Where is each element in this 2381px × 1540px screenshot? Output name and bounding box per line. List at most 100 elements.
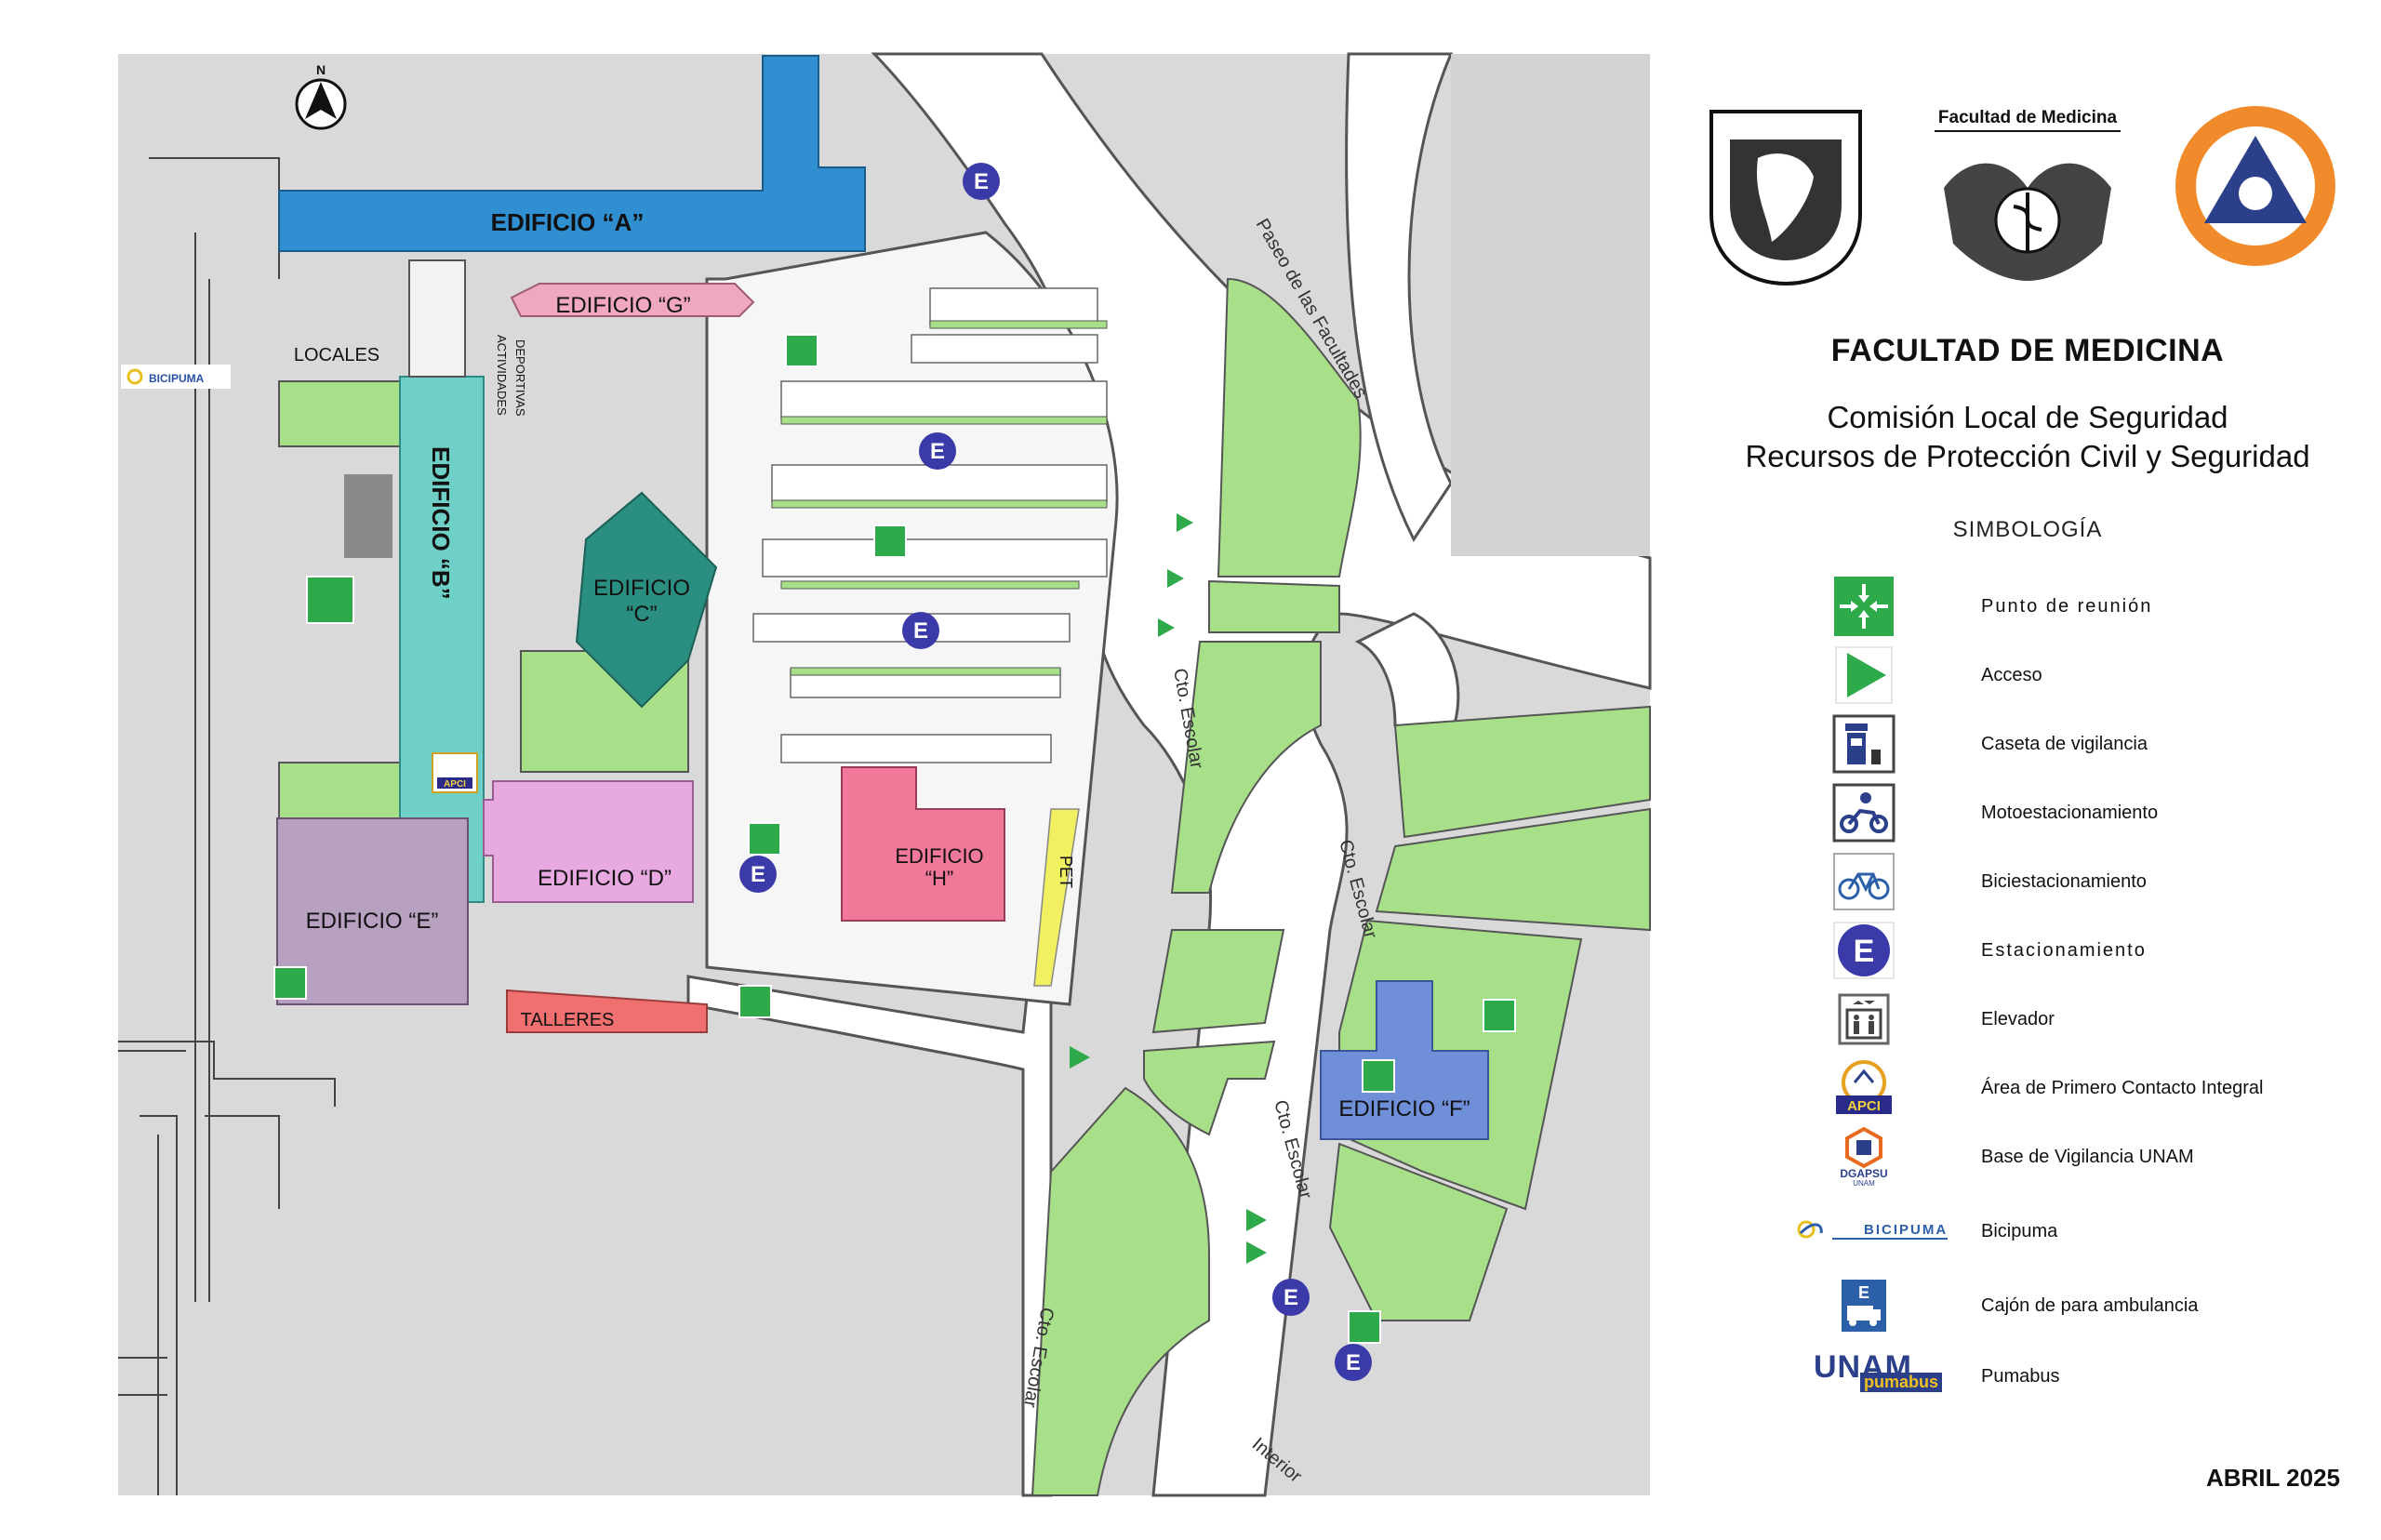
assembly-point-icon bbox=[1362, 1059, 1395, 1093]
parking-icon: E bbox=[902, 612, 939, 649]
building-e-label: EDIFICIO “E” bbox=[306, 909, 439, 934]
bicipuma-map-icon: BICIPUMA bbox=[121, 365, 231, 389]
legend-label-access: Acceso bbox=[1981, 665, 2042, 685]
building-d: EDIFICIO “D” bbox=[483, 780, 694, 903]
svg-text:E: E bbox=[930, 439, 945, 464]
legend-item-bicipuma: BICIPUMA Bicipuma bbox=[1797, 1201, 2353, 1261]
legend-label-apci: Área de Primero Contacto Integral bbox=[1981, 1078, 2264, 1098]
apci-icon: APCI bbox=[1836, 1060, 1892, 1114]
legend-item-bike: Biciestacionamiento bbox=[1832, 852, 2353, 911]
svg-text:UNAM: UNAM bbox=[1853, 1179, 1875, 1187]
date-label: ABRIL 2025 bbox=[2205, 1464, 2340, 1492]
proteccion-civil-seal-icon bbox=[2175, 106, 2335, 266]
unam-seal-icon bbox=[1709, 110, 1862, 286]
campus-map: EDIFICIO “A” EDIFICIO “B” EDIFICIO “C” E… bbox=[118, 52, 1652, 1497]
gray-block-left bbox=[344, 474, 392, 558]
building-c-label-1: EDIFICIO bbox=[593, 576, 690, 601]
subtitle-commission: Comisión Local de Seguridad bbox=[1827, 400, 2228, 434]
assembly-point-icon bbox=[1834, 577, 1894, 636]
building-c-label-2: “C” bbox=[626, 602, 657, 627]
building-d-label: EDIFICIO “D” bbox=[538, 866, 672, 891]
dgapsu-icon: DGAPSU UNAM bbox=[1840, 1127, 1888, 1187]
motorcycle-parking-icon bbox=[1832, 783, 1895, 843]
north-arrow-icon: N bbox=[295, 62, 347, 130]
legend-label-ambulance: Cajón de para ambulancia bbox=[1981, 1295, 2199, 1316]
parking-medians bbox=[771, 320, 1108, 676]
svg-text:APCI: APCI bbox=[1847, 1098, 1881, 1114]
road-upper-right bbox=[1345, 52, 1460, 737]
elevator-icon bbox=[1838, 993, 1890, 1045]
assembly-point-icon bbox=[785, 334, 818, 367]
building-a: EDIFICIO “A” bbox=[278, 55, 866, 252]
assembly-point-icon bbox=[1348, 1310, 1381, 1344]
legend-item-ambulance: E Cajón de para ambulancia bbox=[1832, 1276, 2353, 1335]
access-arrow-icon bbox=[1167, 569, 1184, 588]
pet-label: PET bbox=[1057, 856, 1075, 888]
pumabus-text: pumabus bbox=[1860, 1373, 1943, 1392]
building-g: EDIFICIO “G” bbox=[510, 283, 755, 318]
legend-heading: SIMBOLOGÍA bbox=[1952, 517, 2103, 542]
access-arrow-icon bbox=[1246, 1209, 1267, 1231]
legend-label-guard: Caseta de vigilancia bbox=[1981, 734, 2148, 754]
talleres: TALLERES bbox=[506, 989, 708, 1033]
building-h: EDIFICIO “H” bbox=[841, 766, 1005, 922]
svg-text:E: E bbox=[913, 618, 928, 644]
north-label: N bbox=[316, 62, 326, 77]
guard-booth-icon bbox=[1832, 714, 1895, 774]
parking-icon: E bbox=[963, 163, 1000, 200]
parking-rows bbox=[752, 287, 1108, 763]
building-h-label-2: “H” bbox=[925, 867, 954, 890]
building-a-label: EDIFICIO “A” bbox=[491, 208, 645, 236]
legend-item-assembly: Punto de reunión bbox=[1832, 577, 2353, 636]
building-f: EDIFICIO “F” bbox=[1320, 980, 1489, 1140]
legend-item-access: Acceso bbox=[1832, 645, 2353, 705]
assembly-point-icon bbox=[1483, 999, 1516, 1032]
subtitle-resources: Recursos de Protección Civil y Seguridad bbox=[1745, 439, 2310, 473]
svg-text:E: E bbox=[751, 862, 765, 887]
pet-building: PET bbox=[1033, 808, 1080, 987]
left-outlines bbox=[118, 157, 336, 1495]
bicycle-parking-icon bbox=[1833, 853, 1895, 910]
faculty-title: FACULTAD DE MEDICINA bbox=[1830, 333, 2225, 368]
svg-text:E: E bbox=[1854, 934, 1875, 969]
legend-label-pumabus: Pumabus bbox=[1981, 1366, 2060, 1387]
legend-label-dgapsu: Base de Vigilancia UNAM bbox=[1981, 1147, 2194, 1167]
svg-text:E: E bbox=[1284, 1285, 1298, 1310]
bicipuma-map-label: BICIPUMA bbox=[149, 372, 205, 385]
svg-text:E: E bbox=[1858, 1283, 1869, 1302]
ambulance-spot-icon: E bbox=[1842, 1280, 1886, 1332]
legend-item-guard: Caseta de vigilancia bbox=[1832, 714, 2353, 774]
legend-label-moto: Motoestacionamiento bbox=[1981, 803, 2159, 823]
parking-icon: E bbox=[739, 856, 777, 893]
parking-icon: E bbox=[1833, 922, 1895, 979]
legend-item-elevator: Elevador bbox=[1832, 989, 2353, 1049]
building-f-label: EDIFICIO “F” bbox=[1338, 1096, 1470, 1122]
faculty-logo-text: Facultad de Medicina bbox=[1935, 108, 2121, 132]
legend-item-dgapsu: DGAPSU UNAM Base de Vigilancia UNAM bbox=[1832, 1127, 2353, 1187]
access-arrows bbox=[1070, 513, 1267, 1264]
assembly-point-icon bbox=[273, 966, 307, 1000]
access-arrow-icon bbox=[1246, 1241, 1267, 1264]
access-arrow-icon bbox=[1177, 513, 1193, 532]
apci-map-icon: APCI bbox=[432, 752, 478, 793]
medicine-seal-icon bbox=[1944, 163, 2111, 281]
talleres-label: TALLERES bbox=[521, 1010, 615, 1030]
svg-text:DGAPSU: DGAPSU bbox=[1840, 1167, 1887, 1180]
assembly-point-icon bbox=[873, 524, 907, 558]
building-c: EDIFICIO “C” bbox=[575, 491, 718, 709]
legend-item-parking: E Estacionamiento bbox=[1832, 921, 2353, 980]
parking-icon: E bbox=[919, 432, 956, 470]
assembly-point-icon bbox=[738, 985, 772, 1018]
access-arrow-icon bbox=[1835, 646, 1893, 704]
building-e: EDIFICIO “E” bbox=[276, 817, 469, 1005]
access-arrow-icon bbox=[1158, 618, 1175, 637]
gray-upper-right bbox=[1451, 54, 1650, 556]
building-g-label: EDIFICIO “G” bbox=[555, 293, 690, 318]
actividades-label-2: DEPORTIVAS bbox=[513, 339, 527, 417]
legend-label-parking: Estacionamiento bbox=[1981, 940, 2147, 961]
parking-markers: E E E E E E bbox=[739, 163, 1372, 1381]
parking-icon: E bbox=[1335, 1344, 1372, 1381]
legend-item-apci: APCI Área de Primero Contacto Integral bbox=[1832, 1058, 2353, 1118]
svg-text:E: E bbox=[974, 169, 989, 194]
building-b-label: EDIFICIO “B” bbox=[427, 446, 455, 600]
